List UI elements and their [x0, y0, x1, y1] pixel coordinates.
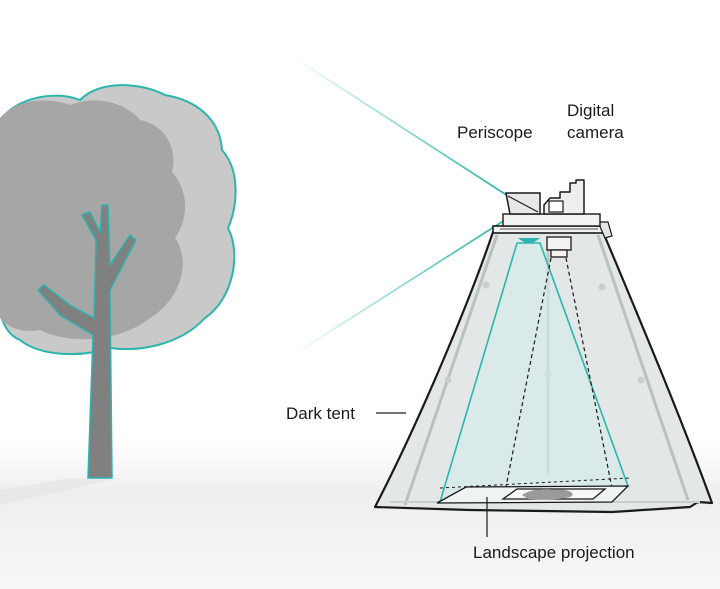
tree-shadow	[0, 478, 120, 505]
periscope-assembly	[492, 179, 613, 258]
dark-tent	[373, 230, 714, 514]
light-rays	[289, 54, 509, 358]
tent-joint	[637, 376, 645, 384]
tent-joint	[598, 283, 606, 291]
camera-lens	[548, 200, 564, 213]
periscope-mount	[502, 213, 601, 227]
camera-label-line2: camera	[567, 123, 624, 142]
tent-pole-left	[403, 234, 499, 506]
tent-pole-right	[596, 234, 690, 501]
tent-joint	[482, 281, 490, 289]
light-ray-upper	[289, 54, 509, 197]
periscope-lens-icon	[518, 238, 540, 243]
camera-mount-block	[546, 236, 572, 251]
tree-trunk	[36, 204, 137, 479]
projection-label: Landscape projection	[473, 543, 635, 562]
light-ray-lower	[289, 217, 509, 358]
camera-label-line1: Digital	[567, 101, 614, 120]
camera-mount-base	[550, 249, 568, 258]
tree	[0, 84, 237, 479]
periscope-label: Periscope	[457, 123, 533, 142]
projected-tree-image	[522, 489, 573, 500]
dark-tent-label: Dark tent	[286, 404, 355, 423]
tripod-handle	[597, 221, 613, 239]
periscope-mirror	[507, 195, 539, 213]
camera-view-left	[504, 257, 552, 493]
tent-top-plate	[492, 225, 606, 234]
tent-joint	[444, 376, 452, 384]
